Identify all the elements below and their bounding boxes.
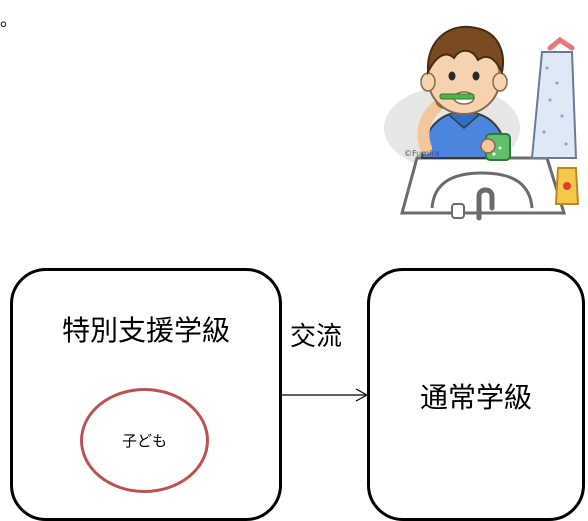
special-support-class-label: 特別支援学級 — [61, 314, 230, 347]
special-support-class-box: 特別支援学級 子ども — [10, 268, 282, 521]
eye-right — [472, 71, 480, 81]
toothbrush-icon — [439, 93, 475, 100]
child-circle: 子ども — [80, 388, 209, 493]
regular-class-label: 通常学級 — [419, 381, 532, 414]
faucet-icon — [476, 187, 495, 221]
brushing-teeth-illustration: ©Fumira — [384, 25, 580, 221]
hair — [426, 25, 504, 76]
hand-right — [480, 138, 496, 154]
arrow-right-icon — [282, 388, 369, 402]
eye-left — [448, 71, 456, 81]
top-left-dot: 。 — [0, 10, 18, 31]
towel-hook — [547, 36, 575, 51]
regular-class-box: 通常学級 — [367, 268, 585, 521]
sink-bowl — [430, 171, 534, 209]
exchange-label: 交流 — [290, 322, 343, 352]
ear-left — [420, 72, 436, 92]
illustration-credit: ©Fumira — [404, 149, 440, 158]
towel-icon — [530, 51, 578, 159]
shirt-collar — [447, 113, 481, 129]
cup-small — [451, 203, 465, 219]
child-label: 子ども — [121, 432, 167, 450]
ear-right — [492, 72, 508, 92]
sink-basin — [400, 156, 567, 215]
